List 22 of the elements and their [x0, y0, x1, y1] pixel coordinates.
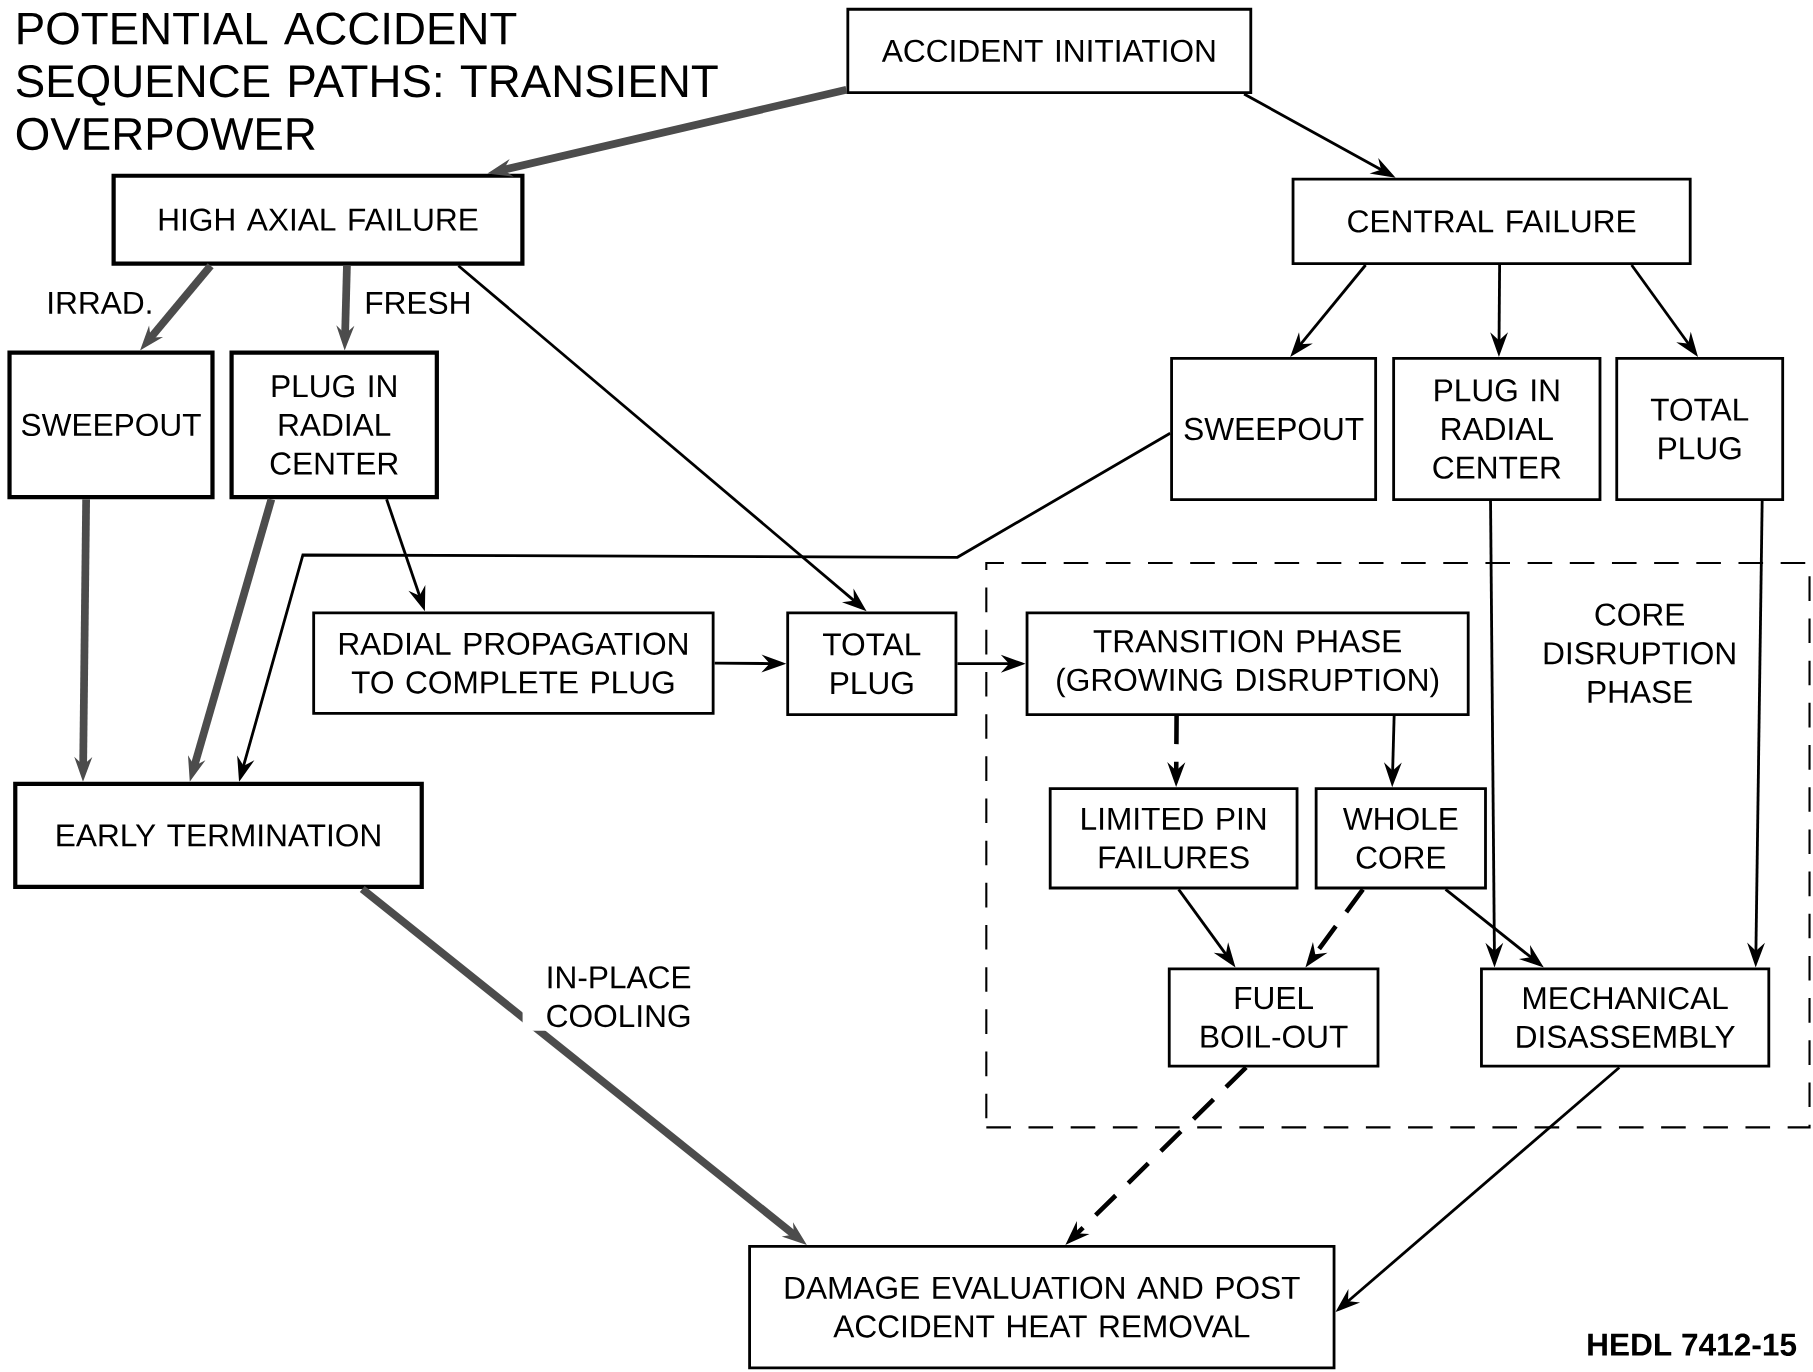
process-box: WHOLE CORE: [1314, 787, 1487, 890]
process-box: HIGH AXIAL FAILURE: [111, 173, 525, 266]
figure-number: HEDL 7412-15: [1588, 1333, 1797, 1356]
process-box: SWEEPOUT: [1170, 357, 1378, 501]
process-box: PLUG IN RADIAL CENTER: [1392, 357, 1602, 501]
process-box: CENTRAL FAILURE: [1291, 177, 1692, 265]
title: POTENTIAL ACCIDENT SEQUENCE PATHS: TRANSIENT OVERPOWER: [16, 12, 718, 151]
process-box: SWEEPOUT: [7, 350, 215, 500]
process-box: TOTAL PLUG: [1615, 357, 1785, 501]
edge-label: IN-PLACE COOLING: [522, 962, 715, 1031]
process-box: PLUG IN RADIAL CENTER: [229, 350, 439, 500]
edge-label: IRRAD.: [42, 288, 151, 318]
process-box: TRANSITION PHASE (GROWING DISRUPTION): [1025, 611, 1470, 716]
process-box: EARLY TERMINATION: [13, 781, 424, 889]
process-box: TOTAL PLUG: [786, 611, 958, 716]
process-box: MECHANICAL DISASSEMBLY: [1480, 967, 1771, 1068]
process-box: FUEL BOIL-OUT: [1167, 967, 1380, 1068]
edge-label: FRESH: [360, 288, 469, 318]
process-box: RADIAL PROPAGATION TO COMPLETE PLUG: [312, 611, 715, 715]
process-box: ACCIDENT INITIATION: [846, 7, 1253, 94]
process-box: DAMAGE EVALUATION AND POST ACCIDENT HEAT REMOVAL: [748, 1245, 1336, 1370]
process-box: LIMITED PIN FAILURES: [1048, 787, 1299, 890]
